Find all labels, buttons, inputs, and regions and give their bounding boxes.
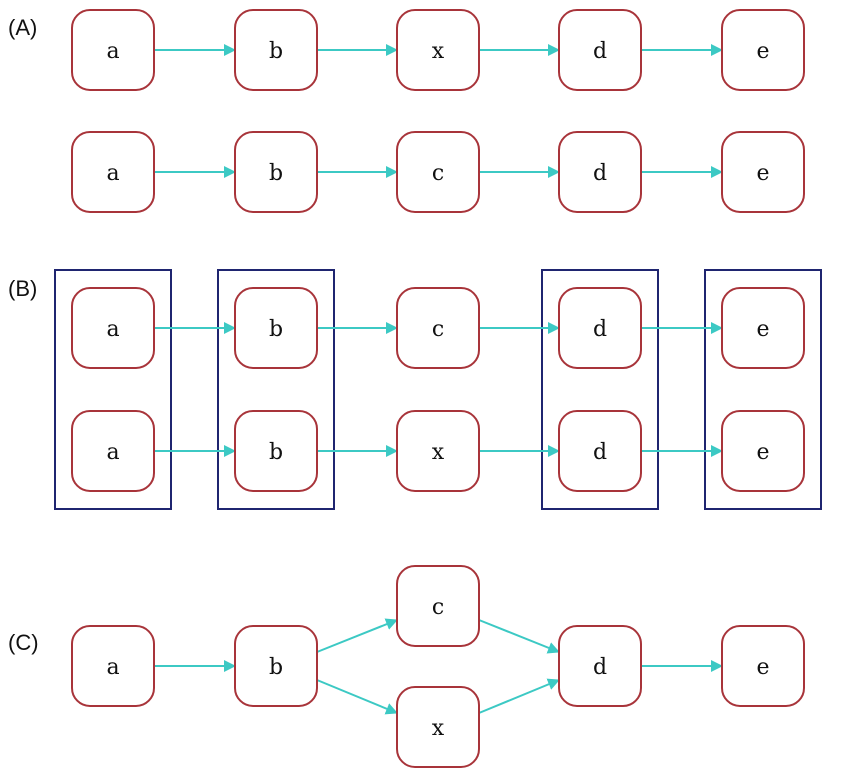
- node-a-row2-b-box: [234, 131, 318, 213]
- node-a-row1-d: d: [558, 9, 642, 91]
- node-a-row2-c-label: c: [432, 161, 444, 186]
- node-a-row2-d-box: [558, 131, 642, 213]
- node-b-row2-a-box: [71, 410, 155, 492]
- node-b-row2-x-box: [396, 410, 480, 492]
- node-b-row1-d: d: [558, 287, 642, 369]
- node-c-c-label: c: [432, 595, 444, 620]
- node-a-row1-x: x: [396, 9, 480, 91]
- node-a-row2-a-label: a: [106, 161, 119, 186]
- group-box-b: [217, 269, 335, 510]
- section-label-a: (A): [8, 15, 37, 40]
- node-b-row2-d: d: [558, 410, 642, 492]
- section-label-c: (C): [8, 630, 39, 655]
- node-c-d-box: [558, 625, 642, 707]
- node-c-b-box: [234, 625, 318, 707]
- node-a-row1-e-label: e: [756, 39, 769, 64]
- node-a-row2-d: d: [558, 131, 642, 213]
- node-a-row2-b-label: b: [269, 161, 283, 186]
- node-b-row2-x-label: x: [432, 440, 445, 465]
- node-b-row2-b-label: b: [269, 440, 283, 465]
- node-b-row2-a: a: [71, 410, 155, 492]
- node-a-row1-a-label: a: [106, 39, 119, 64]
- node-a-row2-c-box: [396, 131, 480, 213]
- node-c-b-label: b: [269, 655, 283, 680]
- node-c-e-box: [721, 625, 805, 707]
- node-b-row1-e: e: [721, 287, 805, 369]
- node-b-row1-a: a: [71, 287, 155, 369]
- node-b-row2-b: b: [234, 410, 318, 492]
- group-boxes: [54, 269, 822, 510]
- node-c-x-box: [396, 686, 480, 768]
- node-b-row1-a-label: a: [106, 317, 119, 342]
- node-a-row2-b: b: [234, 131, 318, 213]
- node-c-c-box: [396, 565, 480, 647]
- group-box-a: [54, 269, 172, 510]
- node-c-x-label: x: [432, 716, 445, 741]
- edges: [154, 44, 723, 715]
- node-a-row1-a-box: [71, 9, 155, 91]
- node-c-b: b: [234, 625, 318, 707]
- node-c-x: x: [396, 686, 480, 768]
- node-a-row1-e: e: [721, 9, 805, 91]
- node-c-e-label: e: [756, 655, 769, 680]
- node-b-row1-b: b: [234, 287, 318, 369]
- node-a-row1-d-label: d: [593, 39, 607, 64]
- node-c-c: c: [396, 565, 480, 647]
- group-box-d: [541, 269, 659, 510]
- node-a-row1-a: a: [71, 9, 155, 91]
- node-b-row2-e: e: [721, 410, 805, 492]
- node-a-row2-d-label: d: [593, 161, 607, 186]
- node-a-row1-b: b: [234, 9, 318, 91]
- node-b-row1-b-label: b: [269, 317, 283, 342]
- edge-c-b-x: [316, 679, 398, 715]
- section-label-b: (B): [8, 276, 37, 301]
- node-a-row2-e-box: [721, 131, 805, 213]
- node-b-row1-e-label: e: [756, 317, 769, 342]
- node-a-row1-b-label: b: [269, 39, 283, 64]
- node-a-row1-x-box: [396, 9, 480, 91]
- node-c-d: d: [558, 625, 642, 707]
- node-b-row1-b-box: [234, 287, 318, 369]
- node-b-row2-d-box: [558, 410, 642, 492]
- edge-c-b-c: [316, 618, 398, 653]
- node-c-a-box: [71, 625, 155, 707]
- node-b-row1-c-box: [396, 287, 480, 369]
- node-b-row2-a-label: a: [106, 440, 119, 465]
- node-a-row2-e: e: [721, 131, 805, 213]
- edge-c-c-d: [478, 619, 560, 654]
- node-a-row2-e-label: e: [756, 161, 769, 186]
- node-b-row2-e-label: e: [756, 440, 769, 465]
- node-b-row1-d-label: d: [593, 317, 607, 342]
- node-c-d-label: d: [593, 655, 607, 680]
- nodes: a b x d e a b c d e a b c d e a b x d e a b c x d e: [71, 9, 805, 768]
- node-a-row2-c: c: [396, 131, 480, 213]
- node-a-row1-d-box: [558, 9, 642, 91]
- node-c-a-label: a: [106, 655, 119, 680]
- node-b-row2-e-box: [721, 410, 805, 492]
- node-b-row1-a-box: [71, 287, 155, 369]
- group-box-e: [704, 269, 822, 510]
- node-b-row2-d-label: d: [593, 440, 607, 465]
- node-b-row1-d-box: [558, 287, 642, 369]
- node-a-row2-a: a: [71, 131, 155, 213]
- edge-c-x-d: [478, 678, 560, 714]
- node-b-row1-e-box: [721, 287, 805, 369]
- node-b-row1-c-label: c: [432, 317, 444, 342]
- node-b-row2-x: x: [396, 410, 480, 492]
- node-a-row2-a-box: [71, 131, 155, 213]
- node-b-row2-b-box: [234, 410, 318, 492]
- node-a-row1-b-box: [234, 9, 318, 91]
- node-a-row1-e-box: [721, 9, 805, 91]
- node-c-e: e: [721, 625, 805, 707]
- node-a-row1-x-label: x: [432, 39, 445, 64]
- node-b-row1-c: c: [396, 287, 480, 369]
- node-c-a: a: [71, 625, 155, 707]
